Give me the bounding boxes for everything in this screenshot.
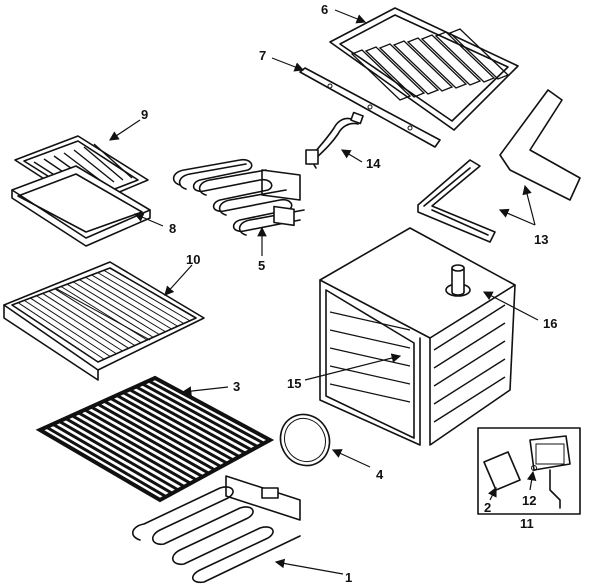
- detail-line: [58, 420, 180, 492]
- detail-line: [433, 376, 506, 423]
- detail-line: [48, 290, 136, 346]
- detail-line: [23, 299, 111, 357]
- detail-line: [109, 396, 228, 465]
- detail-line: [54, 287, 151, 341]
- detail-line: [54, 288, 142, 344]
- pan-slot: [406, 37, 468, 89]
- callout-10: 10: [186, 252, 200, 267]
- detail-line: [141, 382, 259, 448]
- callout-12: 12: [522, 493, 536, 508]
- pan-slot: [350, 49, 412, 101]
- callout-9: 9: [141, 107, 148, 122]
- detail-line: [433, 322, 506, 369]
- detail-line: [122, 391, 241, 458]
- detail-line: [329, 311, 411, 331]
- detail-line: [115, 394, 235, 462]
- detail-line: [433, 304, 506, 351]
- detail-line: [85, 276, 172, 330]
- detail-line: [93, 143, 133, 179]
- detail-line: [135, 385, 253, 452]
- detail-line: [83, 146, 124, 181]
- detail-line: [30, 297, 117, 355]
- parts-11-12-box: [477, 427, 581, 515]
- callout-14: 14: [366, 156, 381, 171]
- callout-6: 6: [321, 2, 328, 17]
- detail-line: [45, 425, 167, 498]
- wire-harness-part-14: [305, 111, 364, 169]
- detail-line: [329, 329, 411, 349]
- pan-slot: [364, 46, 426, 98]
- pan-slot: [392, 40, 454, 92]
- detail-line: [97, 402, 216, 472]
- broil-element-part-5: [172, 158, 305, 236]
- detail-line: [97, 272, 185, 324]
- detail-line: [36, 295, 123, 352]
- callout-labels: 6 7 9 8 14 5 10 3 13 16 15 4 1 2 12 11: [141, 2, 557, 585]
- pan-slot: [434, 31, 496, 83]
- detail-line: [90, 405, 210, 475]
- bake-element-part-1: [132, 475, 301, 584]
- detail-line: [79, 279, 166, 333]
- detail-line: [72, 281, 160, 335]
- oven-rack-part-3: [35, 375, 275, 503]
- callout-15: 15: [287, 376, 301, 391]
- pan-slot: [420, 34, 482, 86]
- detail-line: [103, 269, 191, 322]
- callout-11: 11: [520, 516, 534, 531]
- leader-lines: [109, 9, 539, 575]
- detail-line: [77, 411, 198, 482]
- detail-line: [17, 302, 105, 360]
- oven-rack-part-10: [3, 261, 205, 381]
- detail-line: [329, 365, 411, 385]
- callout-2: 2: [484, 500, 491, 515]
- pan-slot: [448, 28, 510, 80]
- detail-line: [73, 149, 115, 183]
- detail-line: [66, 283, 154, 338]
- broil-pan-part-6: [329, 7, 519, 131]
- callout-13: 13: [534, 232, 548, 247]
- detail-line: [433, 358, 506, 405]
- detail-line: [103, 399, 222, 468]
- detail-line: [42, 293, 129, 349]
- detail-line: [60, 286, 148, 341]
- callout-3: 3: [233, 379, 240, 394]
- insulation-part-13: [417, 89, 581, 243]
- detail-line: [147, 379, 265, 445]
- callout-16: 16: [543, 316, 557, 331]
- detail-line: [329, 383, 411, 403]
- detail-line: [91, 274, 178, 327]
- detail-line: [64, 417, 186, 488]
- vent-collar-part-16: [445, 264, 471, 297]
- callout-7: 7: [259, 48, 266, 63]
- detail-line: [52, 422, 173, 495]
- callout-5: 5: [258, 258, 265, 273]
- detail-line: [128, 388, 247, 455]
- pan-slot: [378, 43, 440, 95]
- callout-4: 4: [376, 467, 384, 482]
- detail-line: [329, 347, 411, 367]
- disc-part-4: [279, 413, 331, 467]
- callout-8: 8: [169, 221, 176, 236]
- broil-pan-part-8: [11, 165, 151, 247]
- detail-line: [83, 408, 204, 478]
- detail-line: [433, 340, 506, 387]
- callout-1: 1: [345, 570, 352, 585]
- oven-cavity-part-15: [319, 227, 516, 446]
- detail-line: [71, 414, 192, 485]
